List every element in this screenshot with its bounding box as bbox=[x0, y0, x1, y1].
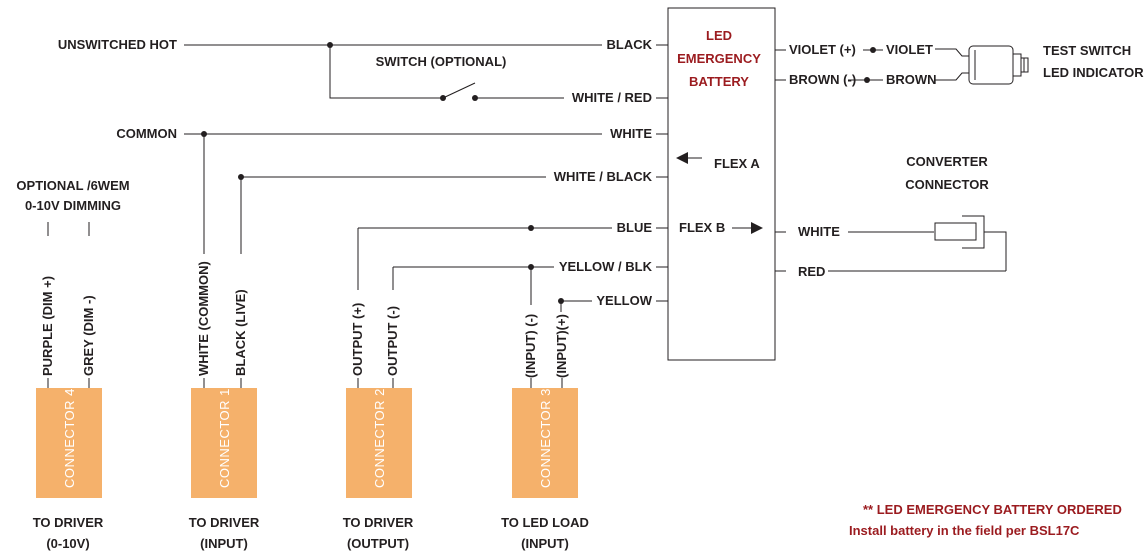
connector4-caption-line1: TO DRIVER bbox=[33, 515, 104, 530]
converter-title-line2: CONNECTOR bbox=[905, 177, 989, 192]
connector2-caption-line1: TO DRIVER bbox=[343, 515, 414, 530]
converter-connector-icon bbox=[934, 215, 985, 249]
connector4-wire-a: PURPLE (DIM +) bbox=[40, 276, 55, 376]
flex-a-arrow-icon bbox=[676, 152, 688, 164]
connector1-wire-a: WHITE (COMMON) bbox=[196, 261, 211, 376]
connector1-caption-line2: (INPUT) bbox=[200, 536, 248, 551]
common-label: COMMON bbox=[116, 126, 177, 141]
converter-title-line1: CONVERTER bbox=[906, 154, 988, 169]
connector2-caption-line2: (OUTPUT) bbox=[347, 536, 409, 551]
switch-label: SWITCH (OPTIONAL) bbox=[376, 54, 507, 69]
note-line2: Install battery in the field per BSL17C bbox=[849, 523, 1080, 538]
pin-white: WHITE bbox=[610, 126, 652, 141]
unswitched-hot-label: UNSWITCHED HOT bbox=[58, 37, 177, 52]
connector1-caption-line1: TO DRIVER bbox=[189, 515, 260, 530]
pin-white-red: WHITE / RED bbox=[572, 90, 652, 105]
pin-white-black: WHITE / BLACK bbox=[554, 169, 653, 184]
pin-brown: BROWN (-) bbox=[789, 72, 856, 87]
connector-2-box bbox=[346, 388, 412, 498]
pin-yellow-blk: YELLOW / BLK bbox=[559, 259, 653, 274]
dimming-label-line2: 0-10V DIMMING bbox=[25, 198, 121, 213]
flex-b-arrow-icon bbox=[751, 222, 763, 234]
connector-3-name: CONNECTOR 3 bbox=[538, 388, 553, 488]
flex-b-label: FLEX B bbox=[679, 220, 725, 235]
connector3-wire-b: (INPUT)(+) bbox=[554, 314, 569, 378]
test-switch-violet-label: VIOLET bbox=[886, 42, 933, 57]
battery-box bbox=[667, 7, 776, 361]
connector-3-box bbox=[512, 388, 578, 498]
connector2-wire-a: OUTPUT (+) bbox=[350, 303, 365, 376]
test-switch-brown-label: BROWN bbox=[886, 72, 937, 87]
switch-blade bbox=[442, 82, 476, 99]
note-line1: ** LED EMERGENCY BATTERY ORDERED bbox=[863, 502, 1122, 517]
pin-yellow: YELLOW bbox=[596, 293, 652, 308]
connector-2-name: CONNECTOR 2 bbox=[372, 388, 387, 488]
connector2-wire-b: OUTPUT (-) bbox=[385, 306, 400, 376]
pin-black: BLACK bbox=[607, 37, 653, 52]
connector3-wire-a: (INPUT) (-) bbox=[523, 314, 538, 378]
dimming-label-line1: OPTIONAL /6WEM bbox=[16, 178, 129, 193]
connector-4-box bbox=[36, 388, 102, 498]
test-switch-title-line1: TEST SWITCH bbox=[1043, 43, 1131, 58]
connector-1-box bbox=[191, 388, 257, 498]
connector-1-name: CONNECTOR 1 bbox=[217, 388, 232, 488]
pin-blue: BLUE bbox=[617, 220, 653, 235]
pin-red-right: RED bbox=[798, 264, 825, 279]
test-switch-title-line2: LED INDICATOR bbox=[1043, 65, 1144, 80]
connector3-caption-line2: (INPUT) bbox=[521, 536, 569, 551]
flex-a-label: FLEX A bbox=[714, 156, 760, 171]
pin-violet: VIOLET (+) bbox=[789, 42, 856, 57]
pin-white-right: WHITE bbox=[798, 224, 840, 239]
test-switch-icon bbox=[968, 45, 1029, 85]
battery-title-line3: BATTERY bbox=[689, 74, 749, 89]
connector4-caption-line2: (0-10V) bbox=[46, 536, 89, 551]
connector1-wire-b: BLACK (LIVE) bbox=[233, 289, 248, 376]
connector-4-name: CONNECTOR 4 bbox=[62, 388, 77, 488]
battery-title-line2: EMERGENCY bbox=[677, 51, 761, 66]
battery-title-line1: LED bbox=[706, 28, 732, 43]
connector3-caption-line1: TO LED LOAD bbox=[501, 515, 589, 530]
connector4-wire-b: GREY (DIM -) bbox=[81, 295, 96, 376]
